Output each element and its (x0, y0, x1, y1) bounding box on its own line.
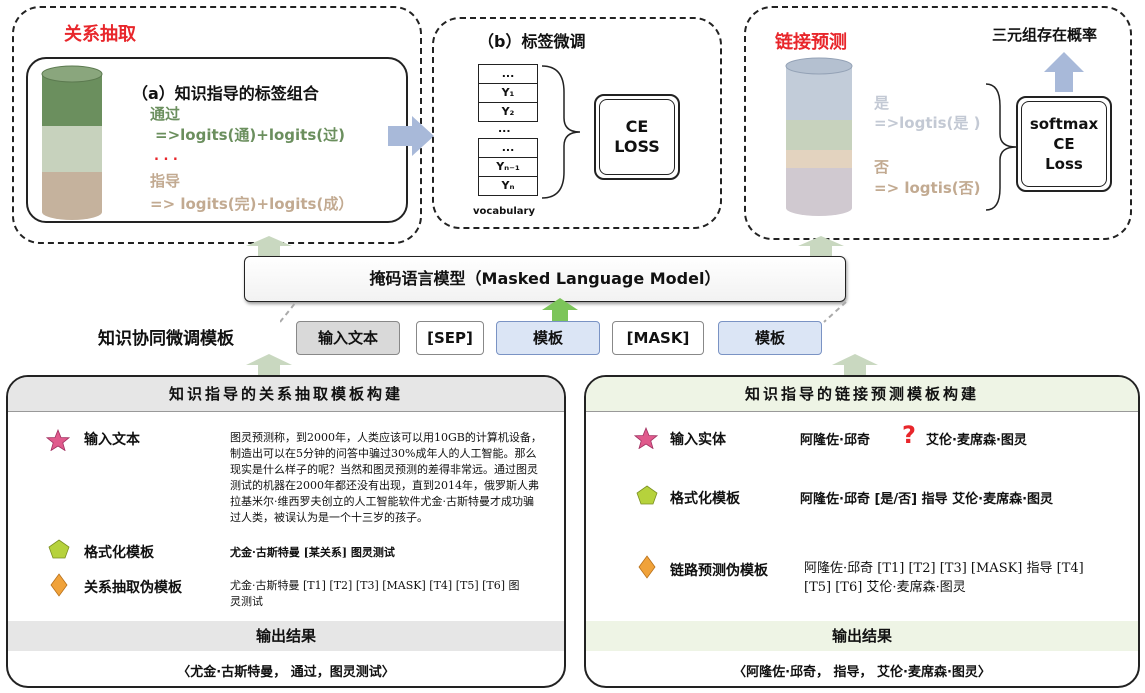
input-entity-label: 输入实体 (670, 432, 726, 448)
softmax-inner: softmax CE Loss (1021, 101, 1107, 187)
pseudo-template-label: 关系抽取伪模板 (84, 580, 182, 596)
star-icon (46, 429, 70, 451)
link-pseudo-text: 阿隆佐·邱奇 [T1] [T2] [T3] [MASK] 指导 [T4] [T5… (804, 561, 1084, 595)
up-arrow-icon (246, 354, 292, 376)
input-text-label: 输入文本 (84, 432, 140, 448)
token-input-text: 输入文本 (296, 321, 400, 355)
entity-tail: 艾伦·麦席森·图灵 (926, 433, 1027, 448)
ellipsis-dots: . . . (154, 149, 178, 164)
entity-head: 阿隆佐·邱奇 (800, 433, 870, 448)
bracket-icon (541, 65, 581, 199)
database-cylinder-icon (785, 57, 853, 216)
vocab-gap-dots: ... (498, 122, 511, 135)
input-text-passage: 图灵预测称，到2000年，人类应该可以用10GB的计算机设备，制造出可以在5分钟… (230, 431, 542, 524)
link-prediction-title: 链接预测 (775, 32, 847, 53)
bracket-icon (985, 83, 1017, 211)
label-combination-heading: （a）知识指导的标签组合 (132, 84, 319, 103)
relation-panel-header: 知识指导的关系抽取模板构建 (8, 377, 564, 412)
ce-loss-box: CE LOSS (594, 94, 680, 180)
link-template-panel: 知识指导的链接预测模板构建 输入实体 阿隆佐·邱奇 ? 艾伦·麦席森·图灵 格式… (584, 375, 1140, 688)
up-arrow-icon (542, 298, 578, 322)
softmax-loss-box: softmax CE Loss (1016, 96, 1112, 192)
relation-output-result: 〈尤金·古斯特曼， 通过，图灵测试〉 (177, 665, 395, 680)
up-arrow-icon (832, 354, 878, 376)
diamond-icon (638, 555, 656, 579)
vocab-cell-yn: Yₙ (478, 176, 538, 196)
vocab-cell: ... (478, 64, 538, 84)
up-arrow-icon (246, 236, 292, 256)
label-finetune-title: （b）标签微调 (478, 32, 586, 51)
database-cylinder-icon (41, 65, 103, 220)
template-row-title: 知识协同微调模板 (98, 329, 234, 349)
label-no: 否 (874, 158, 890, 176)
vocab-cell-y2: Y₂ (478, 102, 538, 122)
label-finetune-box (432, 17, 722, 229)
up-arrow-icon (1044, 52, 1084, 92)
star-icon (634, 427, 658, 449)
link-panel-header: 知识指导的链接预测模板构建 (586, 377, 1138, 412)
link-output-header: 输出结果 (586, 621, 1138, 651)
formula-tongguo: =>logits(通)+logits(过) (155, 126, 345, 144)
link-output-result: 〈阿隆佐·邱奇， 指导， 艾伦·麦席森·图灵〉 (733, 665, 991, 680)
question-mark-icon: ? (902, 421, 916, 449)
pentagon-icon (48, 539, 70, 559)
link-prediction-box (744, 6, 1132, 240)
pseudo-template-text: 尤金·古斯特曼 [T1] [T2] [T3] [MASK] [T4] [T5] … (230, 579, 520, 608)
relation-output-header: 输出结果 (8, 621, 564, 651)
dashed-connector (280, 301, 847, 323)
relation-template-panel: 知识指导的关系抽取模板构建 输入文本 图灵预测称，到2000年，人类应该可以用1… (6, 375, 566, 688)
ce-loss-label: CE LOSS (614, 117, 660, 156)
token-mask: [MASK] (612, 321, 704, 355)
formula-no: => logtis(否) (874, 179, 981, 197)
vocabulary-column: ... Y₁ Y₂ ... ... Yₙ₋₁ Yₙ (478, 64, 538, 204)
right-arrow-icon (388, 116, 434, 156)
link-format-text: 阿隆佐·邱奇 [是/否] 指导 艾伦·麦席森·图灵 (800, 492, 1054, 507)
triple-probability-label: 三元组存在概率 (992, 26, 1098, 44)
vocab-cell: ... (478, 138, 538, 158)
formula-yes: =>logtis(是 ) (874, 114, 981, 132)
format-template-label: 格式化模板 (84, 545, 154, 561)
pentagon-icon (636, 485, 658, 505)
vocab-cell-y1: Y₁ (478, 83, 538, 103)
diamond-icon (50, 573, 68, 597)
vocabulary-label: vocabulary (473, 206, 535, 217)
format-template-text: 尤金·古斯特曼 [某关系] 图灵测试 (230, 546, 395, 559)
token-template: 模板 (718, 321, 822, 355)
softmax-label: softmax CE Loss (1029, 115, 1099, 173)
formula-zhidao: => logits(完)+logits(成） (150, 195, 354, 213)
token-template: 模板 (496, 321, 600, 355)
label-tongguo: 通过 (150, 105, 181, 123)
label-yes: 是 (874, 94, 890, 112)
label-zhidao: 指导 (150, 172, 181, 190)
masked-language-model-bar: 掩码语言模型（Masked Language Model） (244, 256, 846, 302)
relation-extraction-title: 关系抽取 (64, 24, 136, 45)
up-arrow-icon (798, 236, 844, 256)
link-format-label: 格式化模板 (670, 491, 740, 507)
link-pseudo-label: 链路预测伪模板 (670, 563, 768, 579)
ce-loss-inner: CE LOSS (599, 99, 675, 175)
mlm-label: 掩码语言模型（Masked Language Model） (369, 269, 721, 288)
token-sep: [SEP] (416, 321, 484, 355)
vocab-cell-yn-1: Yₙ₋₁ (478, 157, 538, 177)
